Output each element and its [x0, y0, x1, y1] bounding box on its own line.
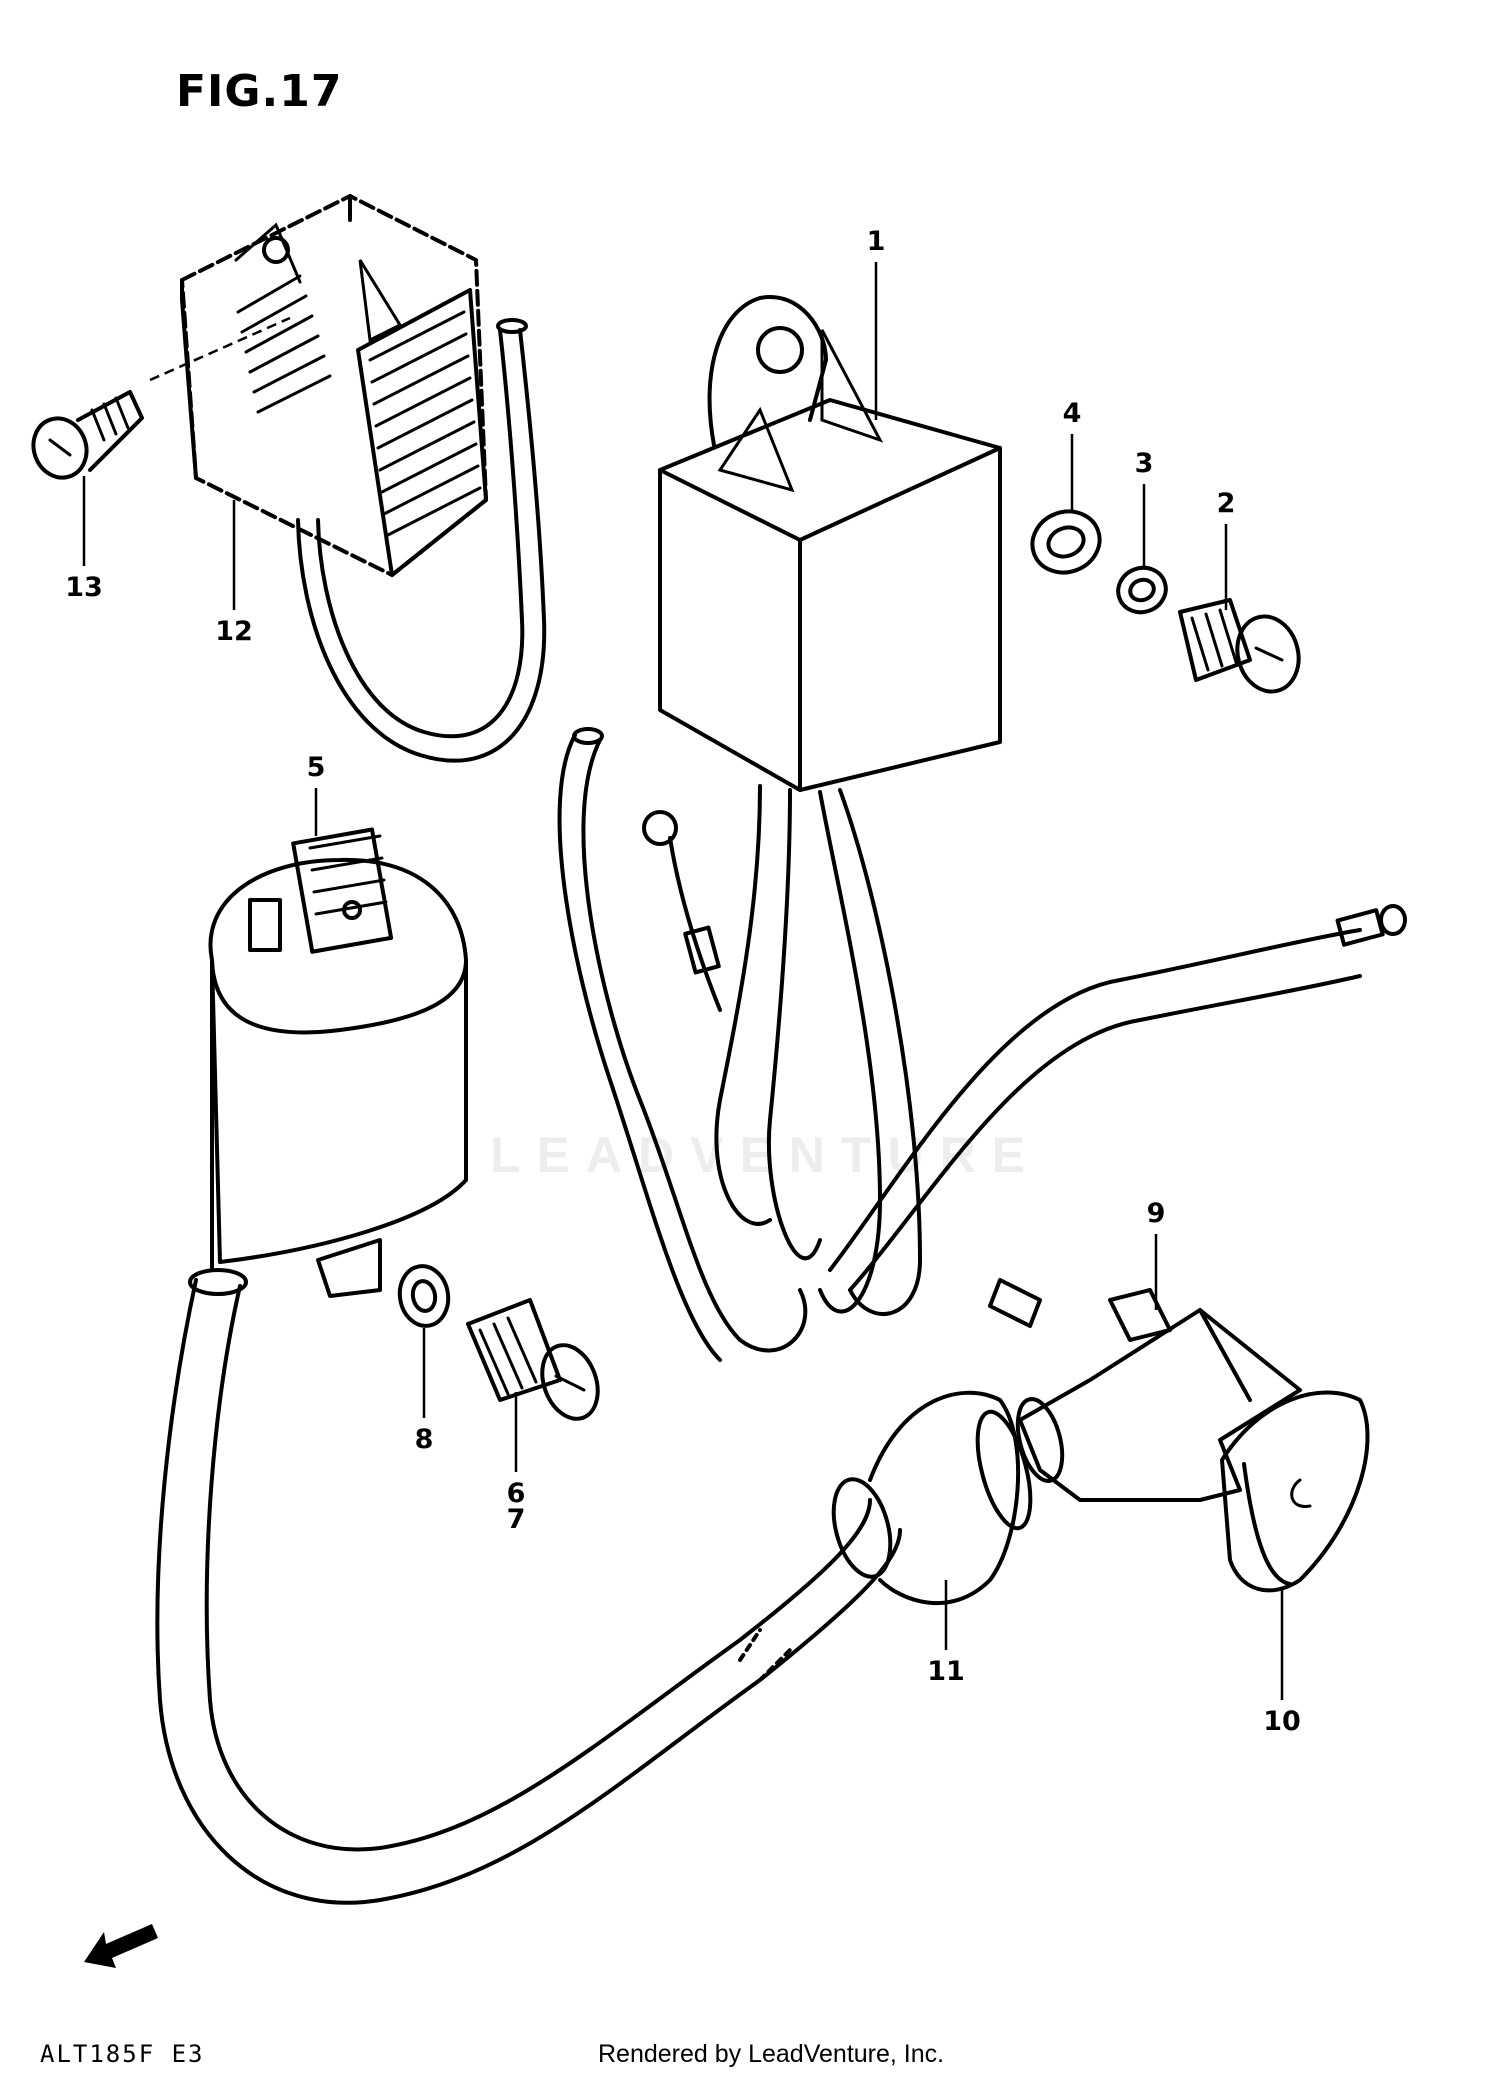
washer-8-drawing — [397, 1264, 451, 1328]
cdi-wiring-harness — [557, 727, 1407, 1362]
callout-7[interactable]: 7 — [506, 1504, 526, 1535]
callout-9[interactable]: 9 — [1146, 1198, 1166, 1229]
ignition-coil-drawing — [208, 827, 468, 1298]
regulator-rectifier-drawing — [180, 194, 488, 577]
callout-13[interactable]: 13 — [65, 572, 103, 603]
leader-lines — [82, 262, 1284, 1700]
boot-11-drawing — [831, 1390, 1033, 1606]
callout-3[interactable]: 3 — [1134, 448, 1154, 479]
bolt-2-drawing — [1178, 598, 1301, 694]
lock-washer-3-drawing — [1116, 565, 1168, 615]
screw-13-drawing — [31, 316, 291, 480]
ignition-coil-lead — [155, 1278, 902, 1905]
washer-4-drawing — [1030, 509, 1102, 575]
fwd-arrow-icon — [84, 1924, 158, 1968]
regulator-fins — [236, 274, 482, 538]
rubber-10-drawing — [1220, 1390, 1370, 1593]
cdi-unit-drawing — [658, 294, 1002, 792]
callout-6[interactable]: 6 — [506, 1478, 526, 1509]
callout-5[interactable]: 5 — [306, 752, 326, 783]
credit-text: Rendered by LeadVenture, Inc. — [598, 2040, 945, 2068]
callout-4[interactable]: 4 — [1062, 398, 1082, 429]
callout-10[interactable]: 10 — [1263, 1706, 1301, 1737]
figure-title: FIG.17 — [176, 66, 343, 117]
screw-6-7-drawing — [466, 1298, 600, 1421]
plug-cap-9-drawing — [1015, 1288, 1302, 1502]
callout-12[interactable]: 12 — [215, 616, 253, 647]
callout-2[interactable]: 2 — [1216, 488, 1236, 519]
callout-11[interactable]: 11 — [927, 1656, 965, 1687]
callout-8[interactable]: 8 — [414, 1424, 434, 1455]
regulator-cable — [296, 328, 547, 763]
model-code: ALT185F E3 — [40, 2040, 205, 2068]
watermark-text: LEADVENTURE — [490, 1127, 1042, 1183]
callout-1[interactable]: 1 — [866, 226, 886, 257]
